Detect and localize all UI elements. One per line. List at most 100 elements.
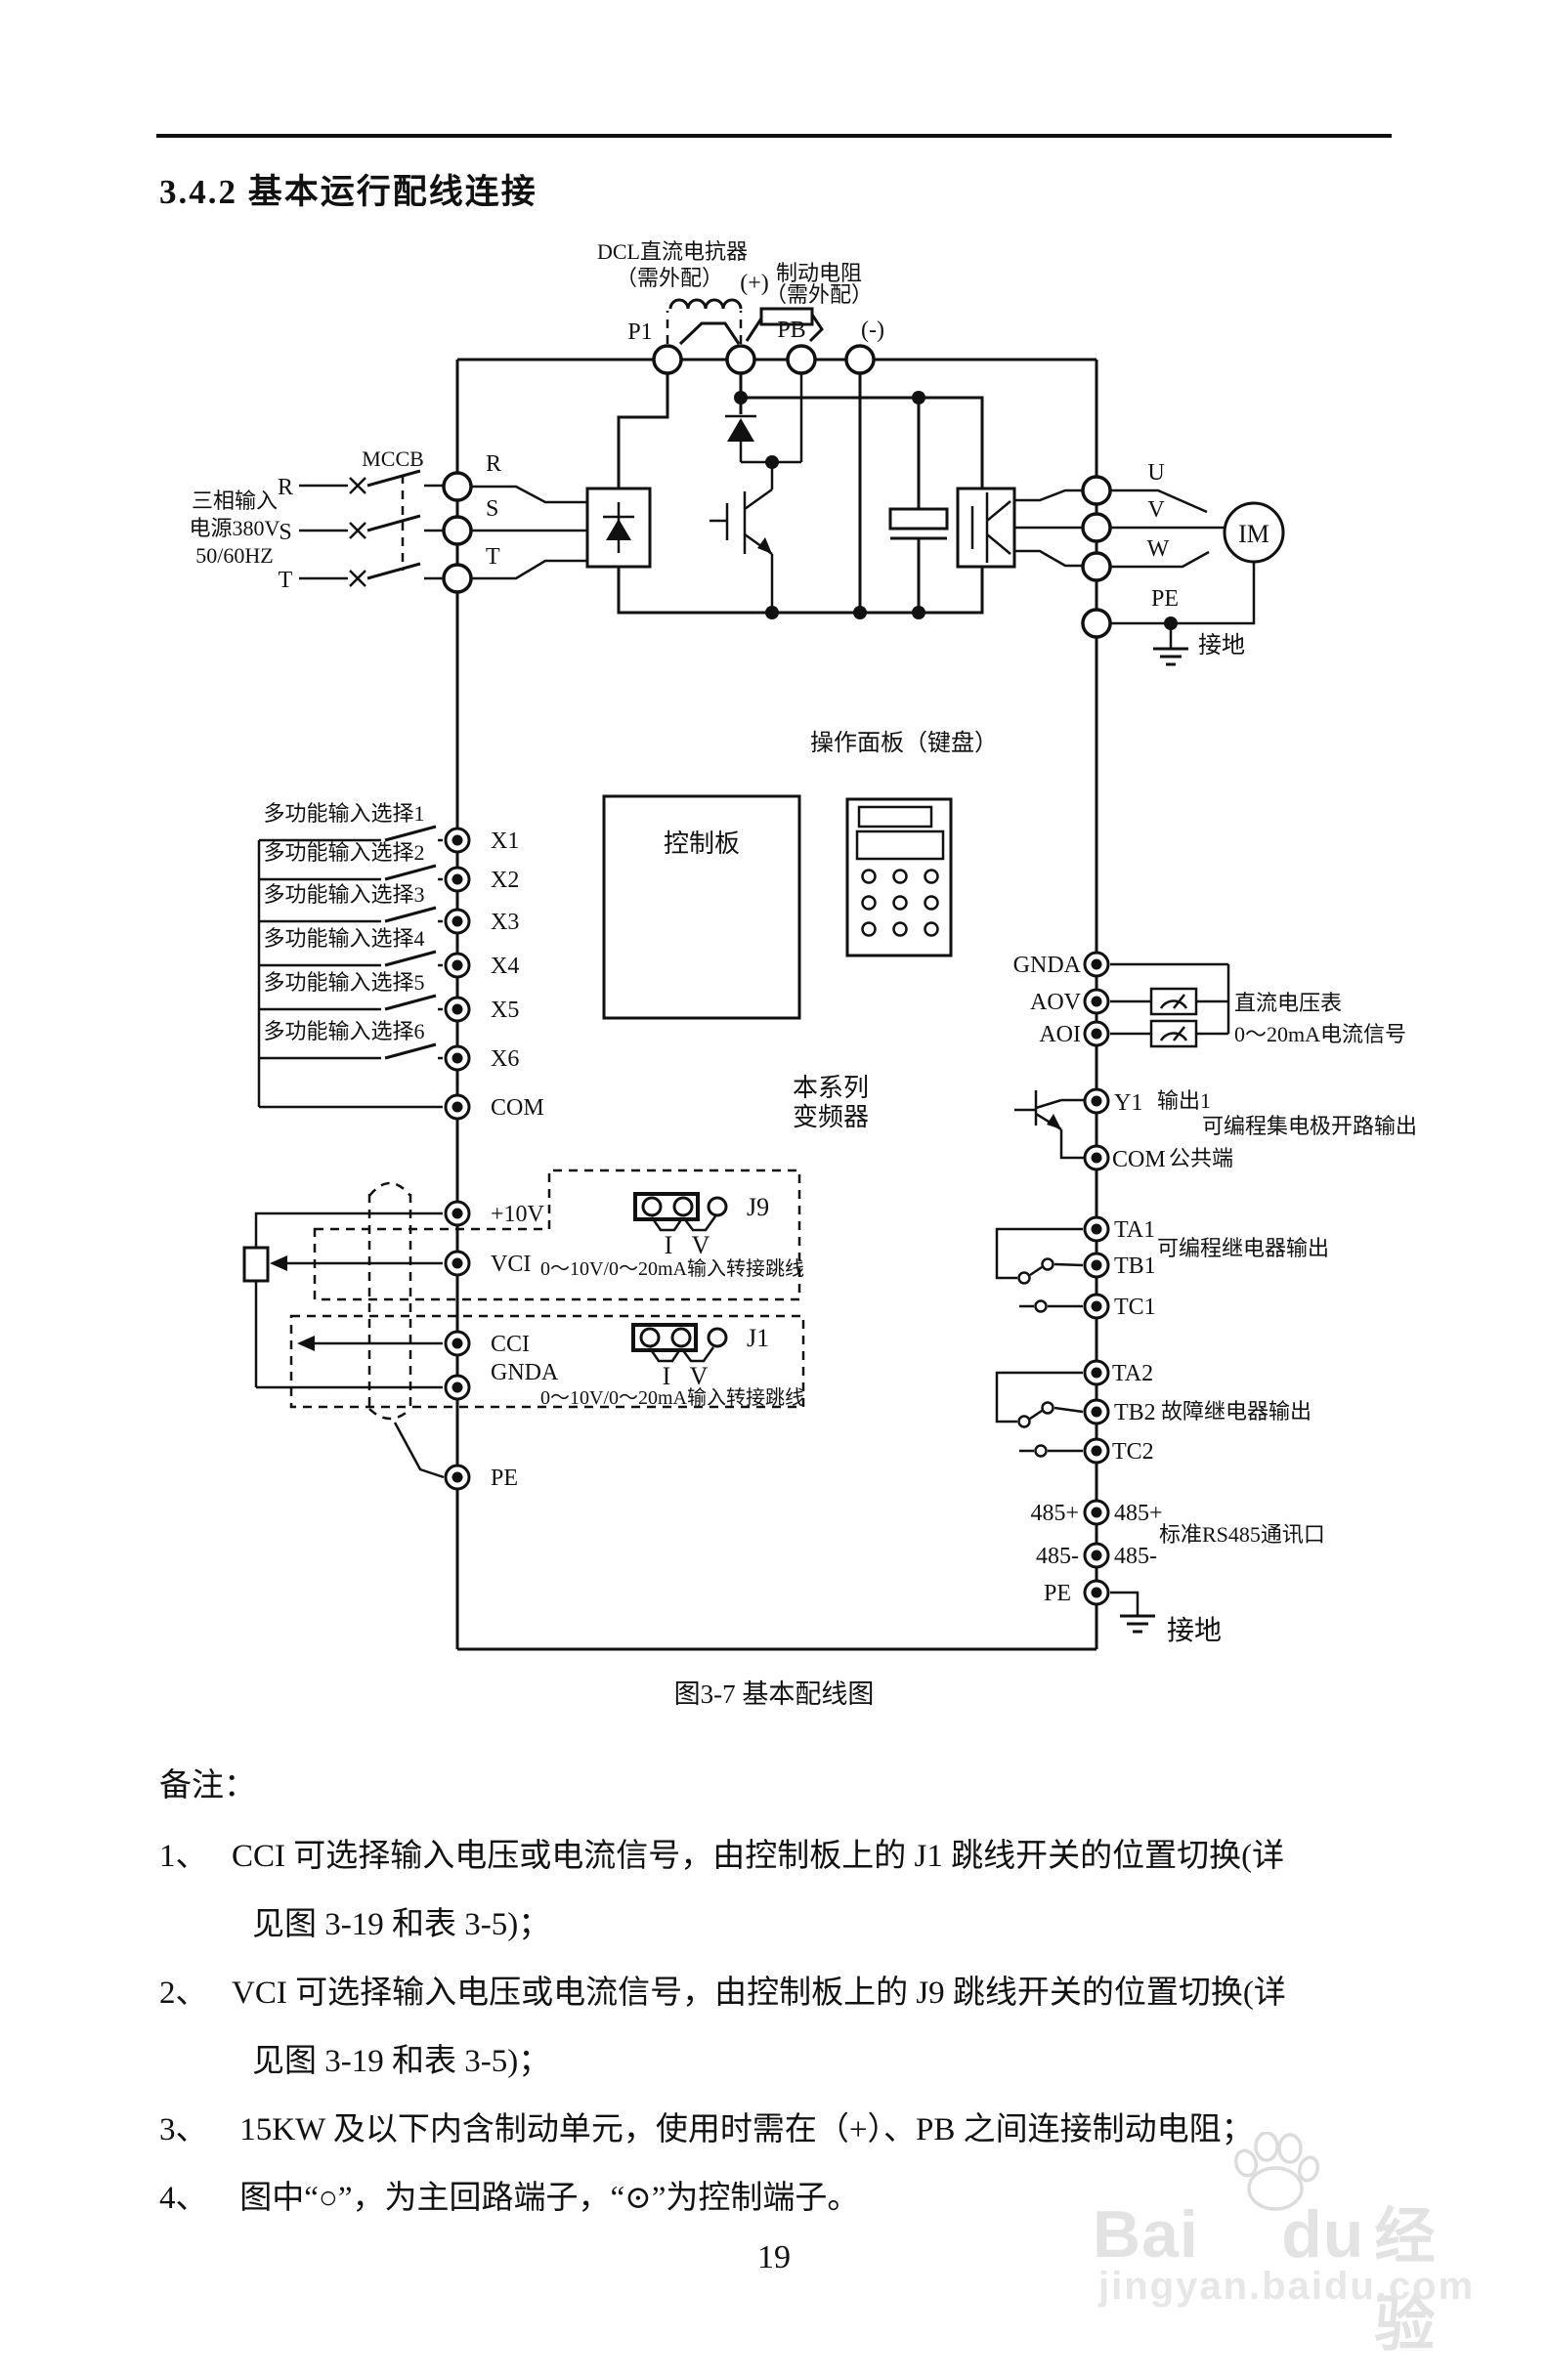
- relay-output-section: TA1 TB1 TC1 可编程继电器输出: [995, 1215, 1329, 1320]
- keypad-title: 操作面板（键盘）: [810, 730, 998, 756]
- input-label-4: 多功能输入选择4: [263, 926, 424, 951]
- keypad-section: 操作面板（键盘）: [810, 730, 998, 957]
- terminal-485m-left-label: 485-: [1036, 1544, 1079, 1569]
- terminal-pe-left-label: PE: [491, 1466, 518, 1491]
- input-label-6: 多功能输入选择6: [263, 1019, 424, 1043]
- voltmeter-label: 直流电压表: [1234, 991, 1342, 1015]
- input-label-1: 多功能输入选择1: [263, 801, 424, 826]
- analog-input-section: +10V VCI CCI GNDA PE: [242, 1169, 805, 1491]
- terminal-tb2-label: TB2: [1114, 1400, 1156, 1425]
- jumper-j1-i-label: I: [663, 1362, 671, 1390]
- watermark-brand-part1: Bai: [1093, 2197, 1199, 2272]
- source-s-label: S: [279, 520, 291, 545]
- jumper-j9-v-label: V: [692, 1231, 710, 1259]
- watermark: Bai du 经验 jingyan.baidu.com: [1085, 2132, 1495, 2359]
- brake-option-label: （需外配）: [765, 282, 873, 307]
- terminal-x5-label: X5: [491, 998, 519, 1023]
- terminal-r-label: R: [486, 451, 501, 477]
- note-3-text: 15KW 及以下内含制动单元，使用时需在（+）、PB 之间连接制动电阻；: [232, 2112, 1254, 2147]
- terminal-pe-top-label: PE: [1151, 586, 1179, 612]
- brake-chopper-section: [710, 373, 984, 619]
- jumper-j9-label: J9: [747, 1193, 769, 1221]
- terminal-485m-right-label: 485-: [1114, 1544, 1157, 1569]
- rectifier-block: [471, 373, 984, 615]
- jumper-j9-i-label: I: [665, 1231, 673, 1259]
- watermark-brand-part2: du: [1281, 2197, 1365, 2272]
- power-input-section: 三相输入 电源380V 50/60HZ R S T MCCB R S T: [190, 446, 501, 594]
- note-2-text: VCI 可选择输入电压或电流信号，由控制板上的 J9 跳线开关的位置切换(详: [232, 1976, 1286, 2011]
- mccb-label: MCCB: [362, 446, 424, 471]
- series-label: 本系列 变频器: [793, 1074, 869, 1131]
- terminal-pe-bottom-label: PE: [1044, 1581, 1071, 1606]
- jumper-j1: J1 I V 0～10V/0～20mA输入转接跳线: [540, 1323, 804, 1409]
- open-collector-label: 可编程集电极开路输出: [1202, 1114, 1417, 1138]
- source-r-label: R: [278, 475, 293, 500]
- control-board: 控制板: [602, 794, 801, 1020]
- terminal-x6-label: X6: [491, 1046, 519, 1072]
- digital-input-section: 多功能输入选择1 多功能输入选择2 多功能输入选择3 多功能输入选择4 多功能输…: [257, 801, 544, 1121]
- section-title: 3.4.2 基本运行配线连接: [159, 173, 538, 211]
- watermark-url: jingyan.baidu.com: [1098, 2265, 1476, 2308]
- phase-label-3: 50/60HZ: [195, 543, 273, 568]
- terminal-ta1-label: TA1: [1114, 1217, 1155, 1243]
- note-1-num: 1、: [159, 1839, 208, 1874]
- jumper-j1-label: J1: [747, 1324, 769, 1352]
- terminal-com-right-label: COM: [1112, 1147, 1166, 1172]
- terminal-cci-label: CCI: [491, 1332, 530, 1357]
- analog-output-section: GNDA AOV AOI 直流电压表 0～20mA电流信号: [1013, 951, 1406, 1048]
- terminal-10v-label: +10V: [491, 1202, 545, 1227]
- note-3-num: 3、: [159, 2112, 208, 2147]
- dcl-reactor-label: DCL直流电抗器: [597, 239, 748, 264]
- terminal-tc1-label: TC1: [1114, 1295, 1156, 1320]
- dc-bus-section: P1 (+) PB (-) DCL直流电抗器 （需外配） 制动电阻 （需外配）: [597, 239, 884, 375]
- terminal-minus-label: (-): [861, 318, 884, 343]
- terminal-485p-right-label: 485+: [1114, 1501, 1163, 1526]
- terminal-x3-label: X3: [491, 910, 519, 935]
- note-4-text: 图中“○”，为主回路端子，“⊙”为控制端子。: [232, 2181, 860, 2216]
- header-rule: [156, 134, 1392, 138]
- note-1-cont: 见图 3-19 和表 3-5)；: [252, 1907, 551, 1942]
- jumper-j1-note: 0～10V/0～20mA输入转接跳线: [540, 1386, 804, 1409]
- jumper-j1-v-label: V: [690, 1362, 709, 1390]
- terminal-pb-label: PB: [777, 318, 805, 343]
- terminal-w-label: W: [1147, 536, 1170, 562]
- open-collector-section: Y1 输出1 可编程集电极开路输出 COM 公共端: [1014, 1087, 1417, 1172]
- baidu-paw-icon: [1233, 2132, 1319, 2211]
- note-2-num: 2、: [159, 1976, 208, 2011]
- current-signal-label: 0～20mA电流信号: [1234, 1022, 1406, 1046]
- fault-relay-label: 故障继电器输出: [1161, 1399, 1312, 1424]
- terminal-s-label: S: [486, 496, 498, 522]
- note-4-num: 4、: [159, 2181, 208, 2216]
- common-label: 公共端: [1169, 1146, 1233, 1170]
- watermark-brand-cn: 经验: [1374, 2203, 1437, 2359]
- phase-label-1: 三相输入: [192, 489, 278, 513]
- terminal-plus-label: (+): [740, 271, 769, 296]
- input-label-5: 多功能输入选择5: [263, 970, 424, 995]
- terminal-y1-label: Y1: [1114, 1090, 1142, 1116]
- terminal-v-label: V: [1147, 497, 1165, 523]
- jumper-j9-note: 0～10V/0～20mA输入转接跳线: [540, 1257, 804, 1280]
- terminal-aoi-label: AOI: [1039, 1022, 1081, 1047]
- terminal-t-label: T: [486, 544, 500, 570]
- brake-resistor-label: 制动电阻: [776, 261, 862, 285]
- ground-label-bottom: 接地: [1167, 1615, 1222, 1646]
- notes-heading: 备注：: [159, 1768, 256, 1804]
- terminal-x2-label: X2: [491, 868, 519, 893]
- terminal-x1-label: X1: [491, 829, 519, 854]
- terminal-gnda-right-label: GNDA: [1013, 953, 1082, 978]
- terminal-vci-label: VCI: [491, 1252, 531, 1277]
- ground-label-top: 接地: [1198, 632, 1245, 659]
- control-board-label: 控制板: [664, 829, 740, 858]
- terminal-com-left-label: COM: [491, 1095, 544, 1121]
- input-label-2: 多功能输入选择2: [263, 840, 424, 865]
- input-label-3: 多功能输入选择3: [263, 882, 424, 907]
- terminal-485p-left-label: 485+: [1030, 1501, 1079, 1526]
- output1-label: 输出1: [1157, 1088, 1211, 1113]
- terminal-u-label: U: [1147, 460, 1164, 486]
- wiring-diagram: P1 (+) PB (-) DCL直流电抗器 （需外配） 制动电阻 （需外配） …: [190, 239, 1417, 1651]
- note-1-text: CCI 可选择输入电压或电流信号，由控制板上的 J1 跳线开关的位置切换(详: [232, 1839, 1285, 1874]
- series-label-2: 变频器: [793, 1103, 869, 1131]
- series-label-1: 本系列: [793, 1074, 869, 1102]
- note-2-cont: 见图 3-19 和表 3-5)；: [252, 2044, 551, 2079]
- watermark-logo: Bai du 经验: [1093, 2187, 1495, 2362]
